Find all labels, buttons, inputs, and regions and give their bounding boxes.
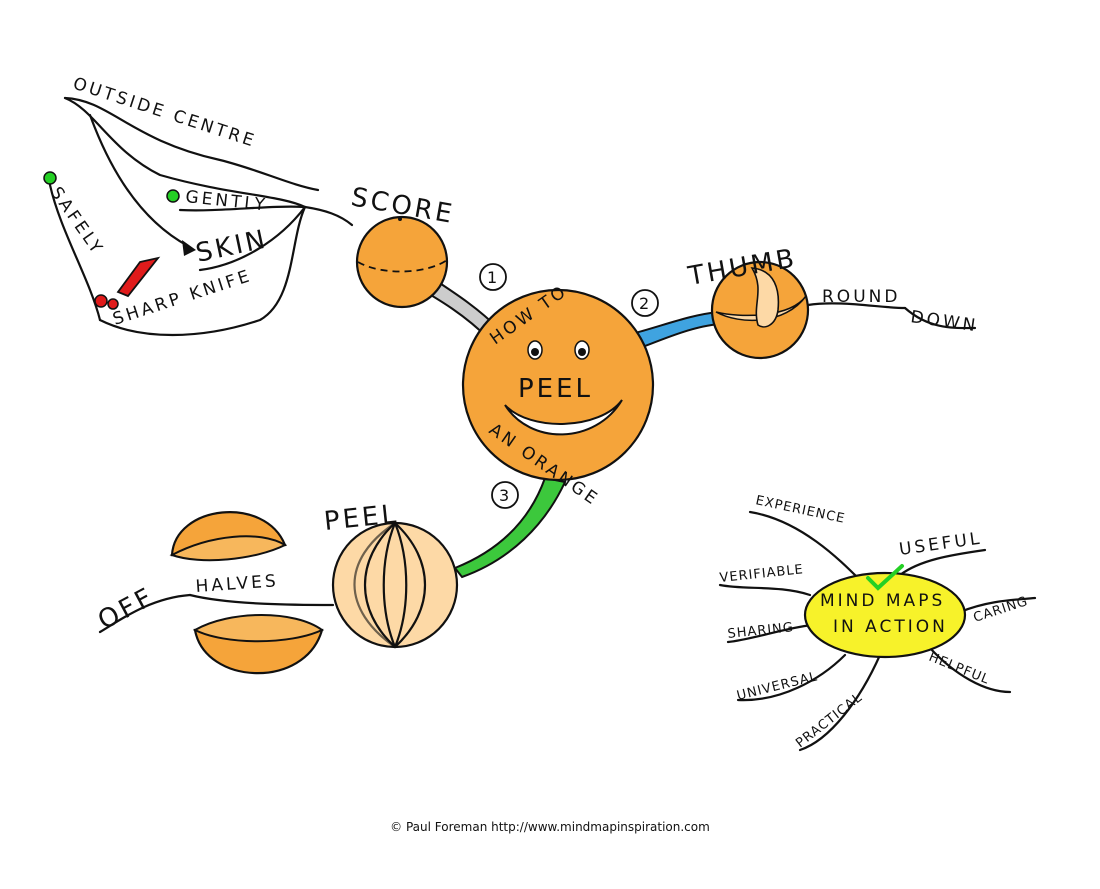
- outside-centre-branch: [63, 96, 320, 192]
- central-title-middle: PEEL: [518, 374, 593, 404]
- off-label: OFF: [93, 582, 160, 636]
- svg-text:1: 1: [487, 268, 497, 287]
- branch-peel: [453, 476, 567, 579]
- skin-branch: [198, 205, 307, 272]
- safely-dot: [43, 171, 57, 185]
- branch-thumb: [633, 310, 722, 350]
- orange-half-bottom: [192, 614, 324, 675]
- branch-number-1: 1: [479, 263, 507, 291]
- thumb-orange-illustration: [710, 260, 810, 360]
- outside-centre-arrow: [88, 113, 190, 248]
- svg-text:3: 3: [499, 486, 509, 505]
- round-label: ROUND: [822, 287, 900, 307]
- safely-label: SAFELY: [46, 183, 108, 259]
- halves-branch: [188, 593, 335, 607]
- central-orange-face: [461, 288, 655, 482]
- safely-branch: [48, 183, 102, 322]
- orange-half-top: [169, 511, 288, 562]
- off-branch: [98, 593, 192, 634]
- warning-dot: [94, 294, 108, 308]
- mini-map-center-line1: MIND MAPS: [820, 591, 945, 611]
- tick-icon: [866, 564, 904, 591]
- word-experience: EXPERIENCE: [754, 493, 846, 527]
- gently-dot: [166, 189, 180, 203]
- gently-branch: [178, 205, 307, 212]
- arrow-head: [182, 240, 196, 256]
- knife-branch: [98, 205, 307, 337]
- mini-map-center-line2: IN ACTION: [833, 617, 948, 637]
- mini-map-branches: [718, 510, 1037, 752]
- peeled-orange-illustration: [331, 521, 459, 649]
- copyright-credit: © Paul Foreman http://www.mindmapinspira…: [390, 820, 710, 834]
- down-label: DOWN: [909, 307, 979, 336]
- round-branch: [806, 302, 907, 310]
- outside-centre-label: OUTSIDE CENTRE: [70, 74, 258, 152]
- halves-label: HALVES: [195, 571, 279, 597]
- word-sharing: SHARING: [727, 620, 795, 642]
- word-practical: PRACTICAL: [793, 690, 865, 751]
- down-branch: [903, 306, 977, 330]
- score-orange-illustration: [355, 215, 449, 309]
- warning-exclamation-icon: [107, 256, 161, 310]
- word-caring: CARING: [972, 594, 1031, 626]
- mini-map-center: [803, 571, 967, 659]
- branch-number-2: 2: [631, 289, 659, 317]
- svg-text:2: 2: [639, 294, 649, 313]
- word-verifiable: VERIFIABLE: [719, 562, 805, 586]
- score-connector: [303, 205, 354, 227]
- word-universal: UNIVERSAL: [735, 669, 819, 704]
- branch-number-3: 3: [491, 481, 519, 509]
- word-helpful: HELPFUL: [927, 650, 992, 688]
- word-useful: USEFUL: [898, 529, 984, 560]
